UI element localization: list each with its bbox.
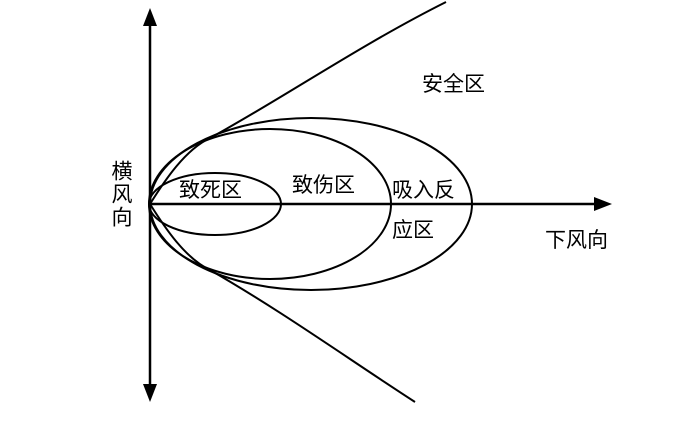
lethal-zone-ellipse xyxy=(148,172,282,236)
downwind-arrow xyxy=(594,197,612,211)
lethal-zone-label: 致死区 xyxy=(179,178,242,202)
crosswind-arrow-bottom xyxy=(143,384,157,402)
crosswind-label: 横风向 xyxy=(109,160,133,229)
safe-zone-boundary-upper xyxy=(149,1,447,205)
inhalation-zone-label-line2: 应区 xyxy=(392,218,434,242)
downwind-label: 下风向 xyxy=(545,228,608,252)
crosswind-arrow-top xyxy=(143,8,157,26)
safe-zone-boundary-lower xyxy=(149,203,416,403)
safe-zone-label: 安全区 xyxy=(422,72,485,96)
inhalation-zone-label-line1: 吸入反 xyxy=(392,178,455,202)
injury-zone-label: 致伤区 xyxy=(292,173,355,197)
